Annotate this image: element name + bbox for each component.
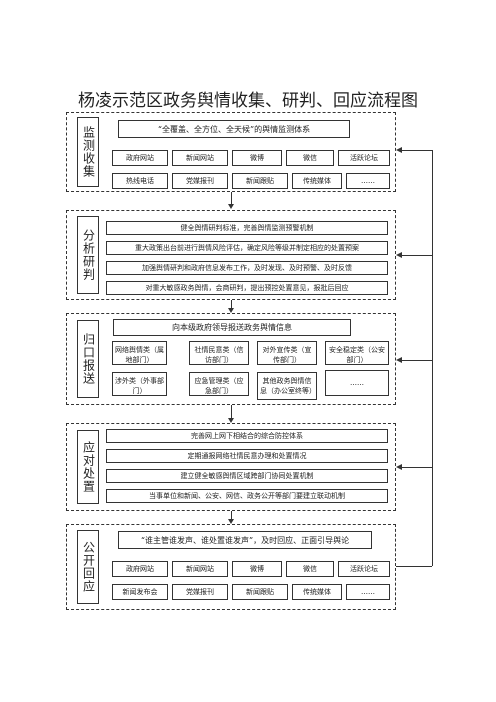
feedback-line-main bbox=[432, 150, 433, 566]
respond-item: 建立健全敏感舆情区域跨部门协同处置机制 bbox=[106, 469, 388, 483]
report-item: …… bbox=[325, 370, 389, 396]
section-public bbox=[66, 524, 396, 610]
analysis-item: 重大政策出台前进行舆情风险评估，确定风险等级并制定相应的处置预案 bbox=[106, 241, 388, 255]
arrow-down-icon bbox=[228, 308, 234, 313]
arrow-left-icon bbox=[396, 464, 402, 470]
arrow-left-icon bbox=[396, 357, 402, 363]
report-item: 安全稳定类（公安部门） bbox=[325, 341, 389, 365]
section-respond bbox=[66, 423, 396, 511]
feedback-to-monitor bbox=[402, 150, 432, 151]
public-header: “谁主管谁发声、谁处置谁发声”，及时回应、正面引导舆论 bbox=[118, 531, 372, 549]
label-report: 归口报送 bbox=[77, 320, 99, 398]
arrow-down-icon bbox=[228, 204, 234, 209]
section-report bbox=[66, 313, 396, 405]
connector-1-2 bbox=[231, 192, 232, 206]
analysis-item: 健全舆情研判标准，完善舆情监测预警机制 bbox=[106, 221, 388, 235]
report-item: 社情民意类（信访部门） bbox=[189, 341, 249, 365]
analysis-item: 对重大敏感政务舆情，会商研判，提出预控处置意见，报批后回应 bbox=[106, 281, 388, 295]
connector-2-3 bbox=[231, 300, 232, 310]
report-item: 其他政务舆情信息（办公室终等） bbox=[257, 372, 317, 400]
respond-item: 定期通报网络社情民意办理和处置情况 bbox=[106, 449, 388, 463]
report-item: 对外宣传类（宣传部门） bbox=[257, 341, 317, 365]
connector-4-5 bbox=[231, 511, 232, 521]
public-item: 新闻跟贴 bbox=[232, 584, 288, 600]
feedback-to-analysis bbox=[402, 255, 432, 256]
arrow-left-icon bbox=[396, 252, 402, 258]
monitor-item: …… bbox=[346, 173, 390, 189]
monitor-item: 热线电话 bbox=[112, 173, 168, 189]
public-item: 党媒报刊 bbox=[172, 584, 228, 600]
section-analysis bbox=[66, 210, 396, 300]
monitor-item: 党媒报刊 bbox=[172, 173, 228, 189]
respond-item: 当事单位和新闻、公安、网信、政务公开等部门要建立联动机制 bbox=[106, 489, 388, 503]
public-item: 政府网站 bbox=[112, 561, 168, 577]
monitor-header: “全覆盖、全方位、全天候”的舆情监测体系 bbox=[118, 120, 350, 138]
report-item: 涉外类（外事部门） bbox=[112, 372, 167, 396]
analysis-item: 加强舆情研判和政府信息发布工作，及时发现、及时预警、及时反馈 bbox=[106, 261, 388, 275]
report-item: 应急管理类（应急部门） bbox=[189, 372, 249, 396]
public-item: 活跃论坛 bbox=[338, 561, 390, 577]
monitor-item: 传统媒体 bbox=[292, 173, 342, 189]
public-item: 微博 bbox=[232, 561, 282, 577]
label-public: 公开回应 bbox=[77, 530, 99, 604]
public-item: 新闻发布会 bbox=[112, 584, 168, 600]
feedback-from-public bbox=[396, 566, 432, 567]
report-item: 网络舆情类（属地部门） bbox=[112, 341, 167, 365]
page-title: 杨凌示范区政务舆情收集、研判、回应流程图 bbox=[78, 91, 418, 111]
public-item: 微信 bbox=[286, 561, 334, 577]
report-header: 向本级政府领导报送政务舆情信息 bbox=[113, 319, 351, 336]
feedback-to-respond bbox=[402, 467, 432, 468]
respond-item: 完善网上网下相结合的综合防控体系 bbox=[106, 429, 388, 443]
public-item: 新闻网站 bbox=[172, 561, 228, 577]
public-item: 传统媒体 bbox=[292, 584, 342, 600]
arrow-left-icon bbox=[396, 147, 402, 153]
monitor-item: 微信 bbox=[286, 150, 334, 166]
arrow-down-icon bbox=[228, 418, 234, 423]
label-monitor: 监测收集 bbox=[77, 117, 99, 187]
monitor-item: 政府网站 bbox=[112, 150, 168, 166]
monitor-item: 新闻网站 bbox=[172, 150, 228, 166]
section-monitor bbox=[66, 112, 396, 192]
arrow-down-icon bbox=[228, 519, 234, 524]
label-analysis: 分析研判 bbox=[77, 216, 99, 294]
feedback-to-report bbox=[402, 360, 432, 361]
monitor-item: 新闻跟贴 bbox=[232, 173, 288, 189]
monitor-item: 微博 bbox=[232, 150, 282, 166]
label-respond: 应对处置 bbox=[77, 430, 99, 504]
monitor-item: 活跃论坛 bbox=[338, 150, 390, 166]
connector-3-4 bbox=[231, 405, 232, 420]
public-item: …… bbox=[346, 584, 390, 600]
